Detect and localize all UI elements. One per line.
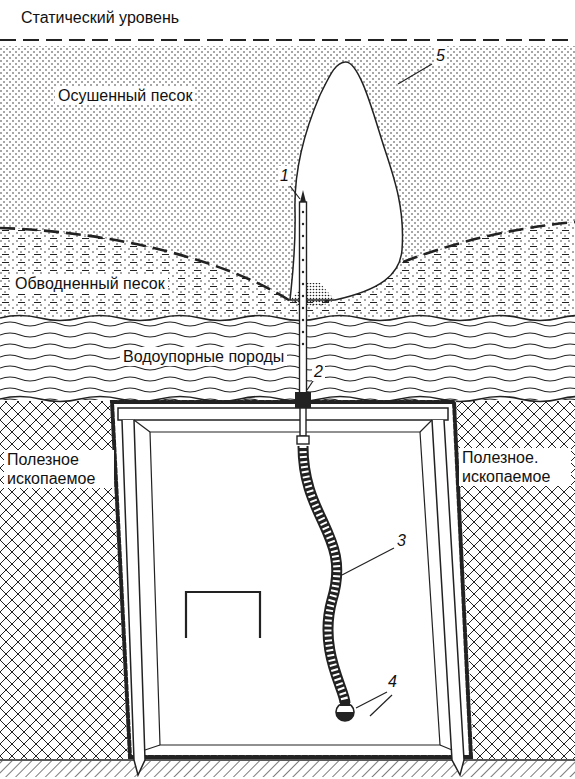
strata [0, 40, 575, 777]
valve [297, 436, 309, 444]
callout-number: 5 [434, 46, 447, 65]
layer-label: Обводненный песок [12, 274, 168, 293]
callout-number: 4 [386, 672, 399, 691]
working-ground [110, 401, 474, 759]
lagging [112, 402, 471, 757]
wet-sand [0, 222, 575, 318]
floor-hatch [0, 761, 575, 777]
layer-label: Полезное. ископаемое [459, 448, 571, 486]
leader-line [370, 695, 392, 716]
pipe-seal [295, 392, 311, 408]
dry-sand [0, 46, 575, 318]
callout-number: 3 [395, 531, 408, 550]
cap-beam [118, 408, 448, 420]
mine-working [110, 401, 474, 775]
leader-line [398, 64, 432, 84]
wet-sand-ground [0, 222, 575, 318]
leader-line [356, 692, 387, 708]
pipe-end [300, 408, 306, 436]
fitting [336, 703, 354, 721]
fitting-half [336, 712, 354, 721]
callout-number: 2 [312, 362, 325, 381]
fitting-neck [340, 702, 350, 706]
layer-label: Полезное ископаемое [4, 450, 114, 488]
leader-line [290, 186, 300, 199]
callout-number: 1 [278, 166, 291, 185]
wellpoint [295, 190, 354, 721]
floor-line [0, 759, 575, 761]
drift-back [150, 432, 440, 745]
filter-zone [290, 283, 335, 306]
leader-lines [290, 64, 432, 716]
layer-label: Осушенный песок [55, 86, 195, 105]
hose-outline [303, 446, 345, 703]
leader-line [307, 381, 313, 390]
pipe [300, 202, 307, 402]
static-level-line [0, 39, 575, 41]
level-label: Статический уровень [18, 8, 182, 27]
perforation [302, 211, 304, 345]
leader-line [342, 548, 394, 575]
opening-symbol [186, 592, 260, 638]
drift-edges [134, 420, 452, 750]
layer-label: Водоупорные породы [120, 347, 287, 366]
mineral-deposit [0, 401, 575, 759]
hose-corrugation [303, 446, 345, 703]
depression-curve [0, 222, 575, 302]
aquiclude [0, 318, 575, 400]
layer-boundary [0, 316, 575, 321]
left-post [122, 420, 145, 775]
pipe-tip [300, 190, 306, 202]
